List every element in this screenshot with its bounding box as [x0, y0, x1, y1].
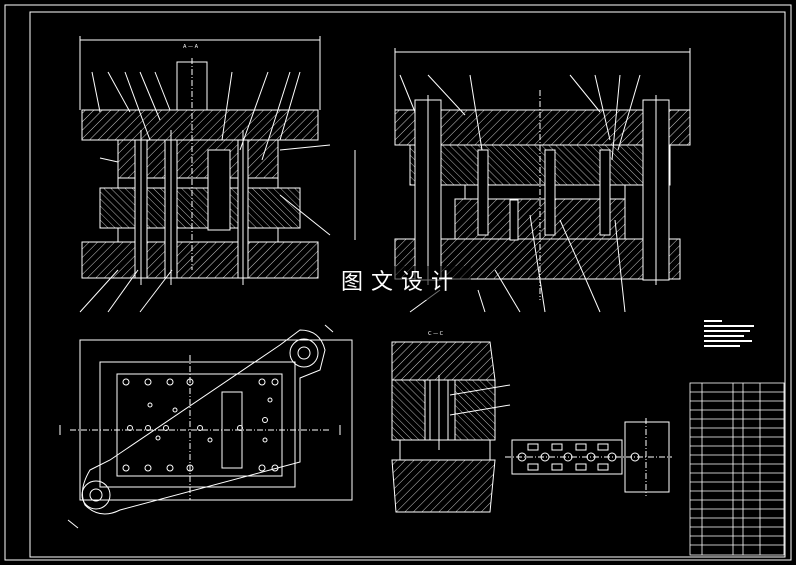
technical-notes [704, 320, 754, 347]
left-section-view: A — A [79, 36, 356, 313]
inner-border [29, 11, 786, 558]
title-block [689, 382, 785, 556]
detail-section-view: C — C [391, 331, 511, 513]
section-mark-a: A — A [183, 44, 199, 50]
strip-layout [505, 418, 672, 496]
plan-view [59, 324, 353, 529]
right-section-view [394, 48, 691, 313]
watermark-text: 图文设计 [331, 266, 471, 300]
outer-border [4, 4, 792, 561]
section-mark-c: C — C [428, 331, 444, 337]
